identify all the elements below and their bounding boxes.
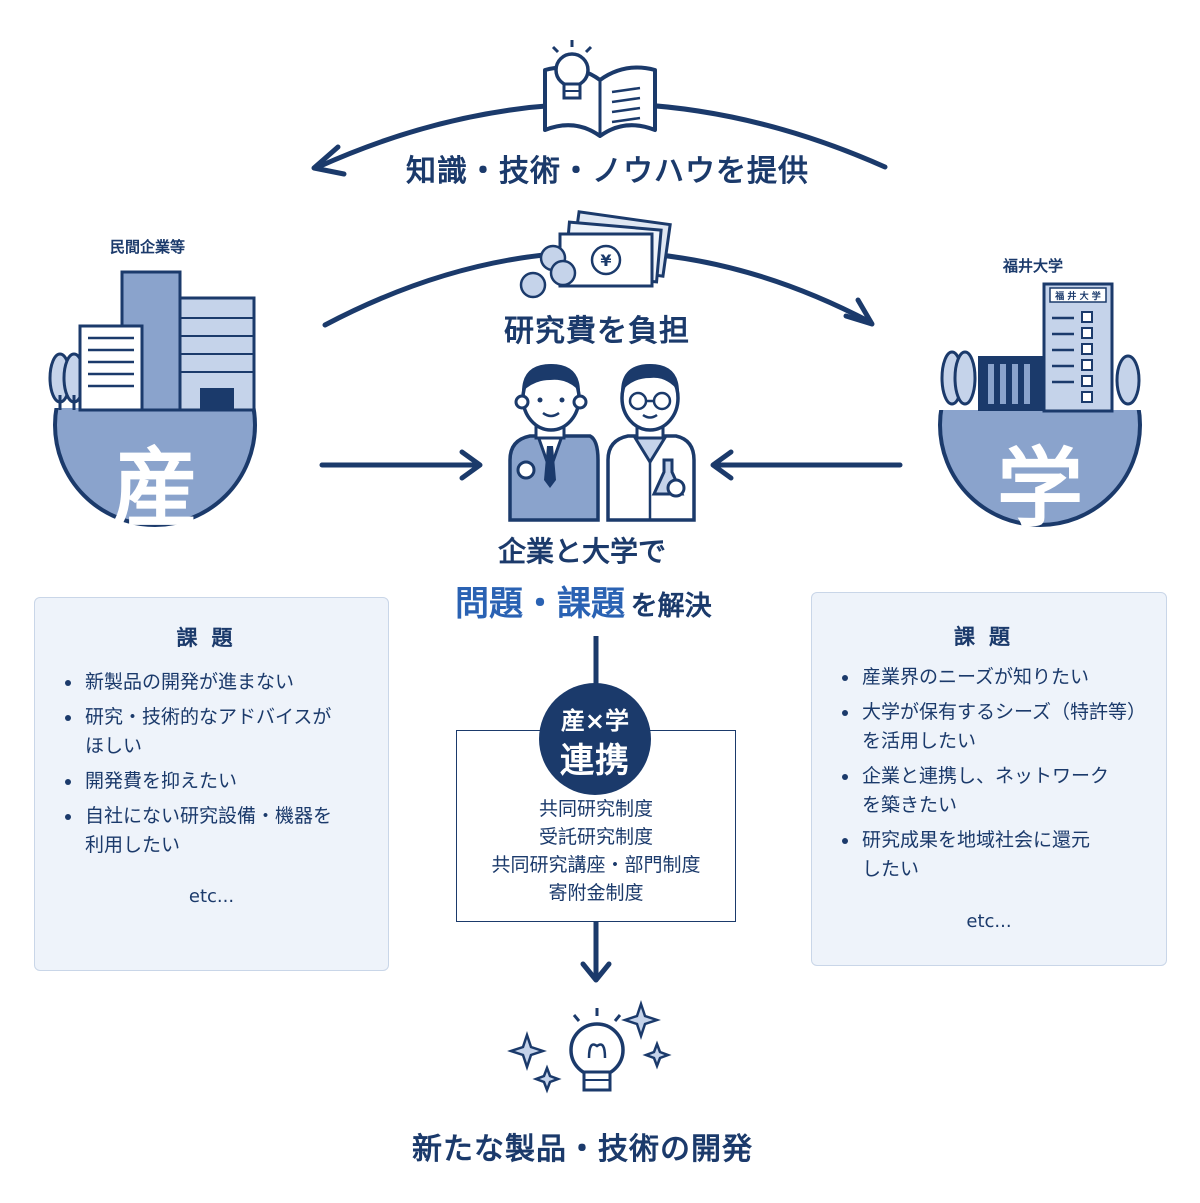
money-icon: ¥ xyxy=(519,210,672,299)
list-item: 新製品の開発が進まない xyxy=(61,668,332,697)
solve-suffix: を解決 xyxy=(630,591,712,622)
academia-issues-etc: etc... xyxy=(966,911,1012,932)
industry-label: 民間企業等 xyxy=(110,238,186,256)
academia-issues-list: 産業界のニーズが知りたい 大学が保有するシーズ（特許等） を活用したい 企業と連… xyxy=(838,663,1146,890)
industry-kanji: 産 xyxy=(112,439,198,539)
academia-issues-title: 課題 xyxy=(954,625,1024,649)
problem-highlight: 問題・課題 xyxy=(455,584,625,624)
book-bulb-icon xyxy=(543,40,657,138)
list-item: 大学が保有するシーズ（特許等） を活用したい xyxy=(838,698,1146,756)
right-arrowhead xyxy=(710,449,734,481)
list-item: 企業と連携し、ネットワーク を築きたい xyxy=(838,762,1146,820)
industry-issues-title: 課題 xyxy=(176,626,247,650)
left-arrowhead xyxy=(459,449,483,481)
office-buildings-icon xyxy=(48,270,256,412)
academia-label: 福井大学 xyxy=(1003,257,1064,275)
knowledge-arrowhead xyxy=(311,144,347,177)
collaboration-systems-box: 共同研究制度 受託研究制度 共同研究講座・部門制度 寄附金制度 xyxy=(456,730,736,922)
list-item: 研究・技術的なアドバイスが ほしい xyxy=(61,703,332,761)
system-item: 受託研究制度 xyxy=(538,826,653,848)
list-item: 開発費を抑えたい xyxy=(61,767,332,796)
academia-issues-box: 課題 産業界のニーズが知りたい 大学が保有するシーズ（特許等） を活用したい 企… xyxy=(811,592,1167,966)
badge-line2: 連携 xyxy=(560,741,630,781)
knowledge-label: 知識・技術・ノウハウを提供 xyxy=(406,154,809,189)
funding-label: 研究費を負担 xyxy=(504,314,690,349)
badge-line1: 産×学 xyxy=(560,707,630,735)
outcome-label: 新たな製品・技術の開発 xyxy=(412,1132,753,1167)
list-item: 産業界のニーズが知りたい xyxy=(838,663,1146,692)
university-building-icon: 福 井 大 学 xyxy=(940,282,1141,413)
businessman-icon xyxy=(508,364,600,522)
university-sign: 福 井 大 学 xyxy=(1054,290,1100,302)
yen-bill-symbol: ¥ xyxy=(600,251,611,270)
industry-issues-etc: etc... xyxy=(188,886,235,907)
system-item: 共同研究講座・部門制度 xyxy=(491,854,701,876)
funding-arrowhead xyxy=(843,297,875,327)
systems-list: 共同研究制度 受託研究制度 共同研究講座・部門制度 寄附金制度 xyxy=(457,795,735,907)
scientist-icon xyxy=(606,364,696,522)
center-line1: 企業と大学で xyxy=(498,535,667,568)
down-arrowhead xyxy=(580,961,612,983)
industry-issues-box: 課題 新製品の開発が進まない 研究・技術的なアドバイスが ほしい 開発費を抑えた… xyxy=(34,597,389,971)
lightbulb-sparkle-icon xyxy=(507,1000,672,1094)
center-line2: 問題・課題 を解決 xyxy=(455,576,712,625)
list-item: 自社にない研究設備・機器を 利用したい xyxy=(61,802,332,860)
academia-kanji: 学 xyxy=(997,439,1083,539)
list-item: 研究成果を地域社会に還元 したい xyxy=(838,826,1146,884)
system-item: 共同研究制度 xyxy=(538,798,653,820)
collaboration-badge: 産×学 連携 xyxy=(539,683,651,795)
industry-issues-list: 新製品の開発が進まない 研究・技術的なアドバイスが ほしい 開発費を抑えたい 自… xyxy=(61,668,332,866)
system-item: 寄附金制度 xyxy=(548,882,644,904)
